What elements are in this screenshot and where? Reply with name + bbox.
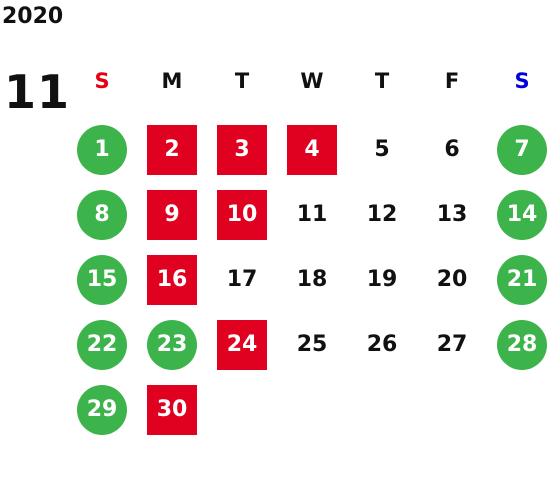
- weekday-thursday: T: [374, 69, 390, 93]
- day-cell-3[interactable]: 3: [217, 125, 267, 175]
- day-cell-12[interactable]: 12: [366, 202, 398, 227]
- day-cell-27[interactable]: 27: [436, 332, 468, 357]
- day-cell-13[interactable]: 13: [436, 202, 468, 227]
- day-cell-25[interactable]: 25: [296, 332, 328, 357]
- day-cell-9[interactable]: 9: [147, 190, 197, 240]
- day-cell-4[interactable]: 4: [287, 125, 337, 175]
- day-cell-29[interactable]: 29: [77, 385, 127, 435]
- day-cell-21[interactable]: 21: [497, 255, 547, 305]
- weekday-sunday: S: [94, 69, 110, 93]
- day-cell-18[interactable]: 18: [296, 267, 328, 292]
- day-cell-7[interactable]: 7: [497, 125, 547, 175]
- day-cell-10[interactable]: 10: [217, 190, 267, 240]
- day-cell-23[interactable]: 23: [147, 320, 197, 370]
- day-cell-20[interactable]: 20: [436, 267, 468, 292]
- day-cell-30[interactable]: 30: [147, 385, 197, 435]
- weekday-tuesday: T: [234, 69, 250, 93]
- weekday-saturday: S: [514, 69, 530, 93]
- day-cell-19[interactable]: 19: [366, 267, 398, 292]
- day-cell-26[interactable]: 26: [366, 332, 398, 357]
- day-cell-17[interactable]: 17: [226, 267, 258, 292]
- day-cell-1[interactable]: 1: [77, 125, 127, 175]
- day-cell-28[interactable]: 28: [497, 320, 547, 370]
- day-cell-6[interactable]: 6: [444, 137, 460, 162]
- day-cell-24[interactable]: 24: [217, 320, 267, 370]
- day-cell-2[interactable]: 2: [147, 125, 197, 175]
- weekday-friday: F: [444, 69, 460, 93]
- month-number: 11: [4, 65, 71, 119]
- day-cell-14[interactable]: 14: [497, 190, 547, 240]
- weekday-wednesday: W: [300, 69, 324, 93]
- day-cell-15[interactable]: 15: [77, 255, 127, 305]
- day-cell-22[interactable]: 22: [77, 320, 127, 370]
- day-cell-16[interactable]: 16: [147, 255, 197, 305]
- day-cell-8[interactable]: 8: [77, 190, 127, 240]
- day-cell-5[interactable]: 5: [374, 137, 390, 162]
- weekday-monday: M: [161, 69, 183, 93]
- year-label: 2020: [2, 4, 64, 29]
- day-cell-11[interactable]: 11: [296, 202, 328, 227]
